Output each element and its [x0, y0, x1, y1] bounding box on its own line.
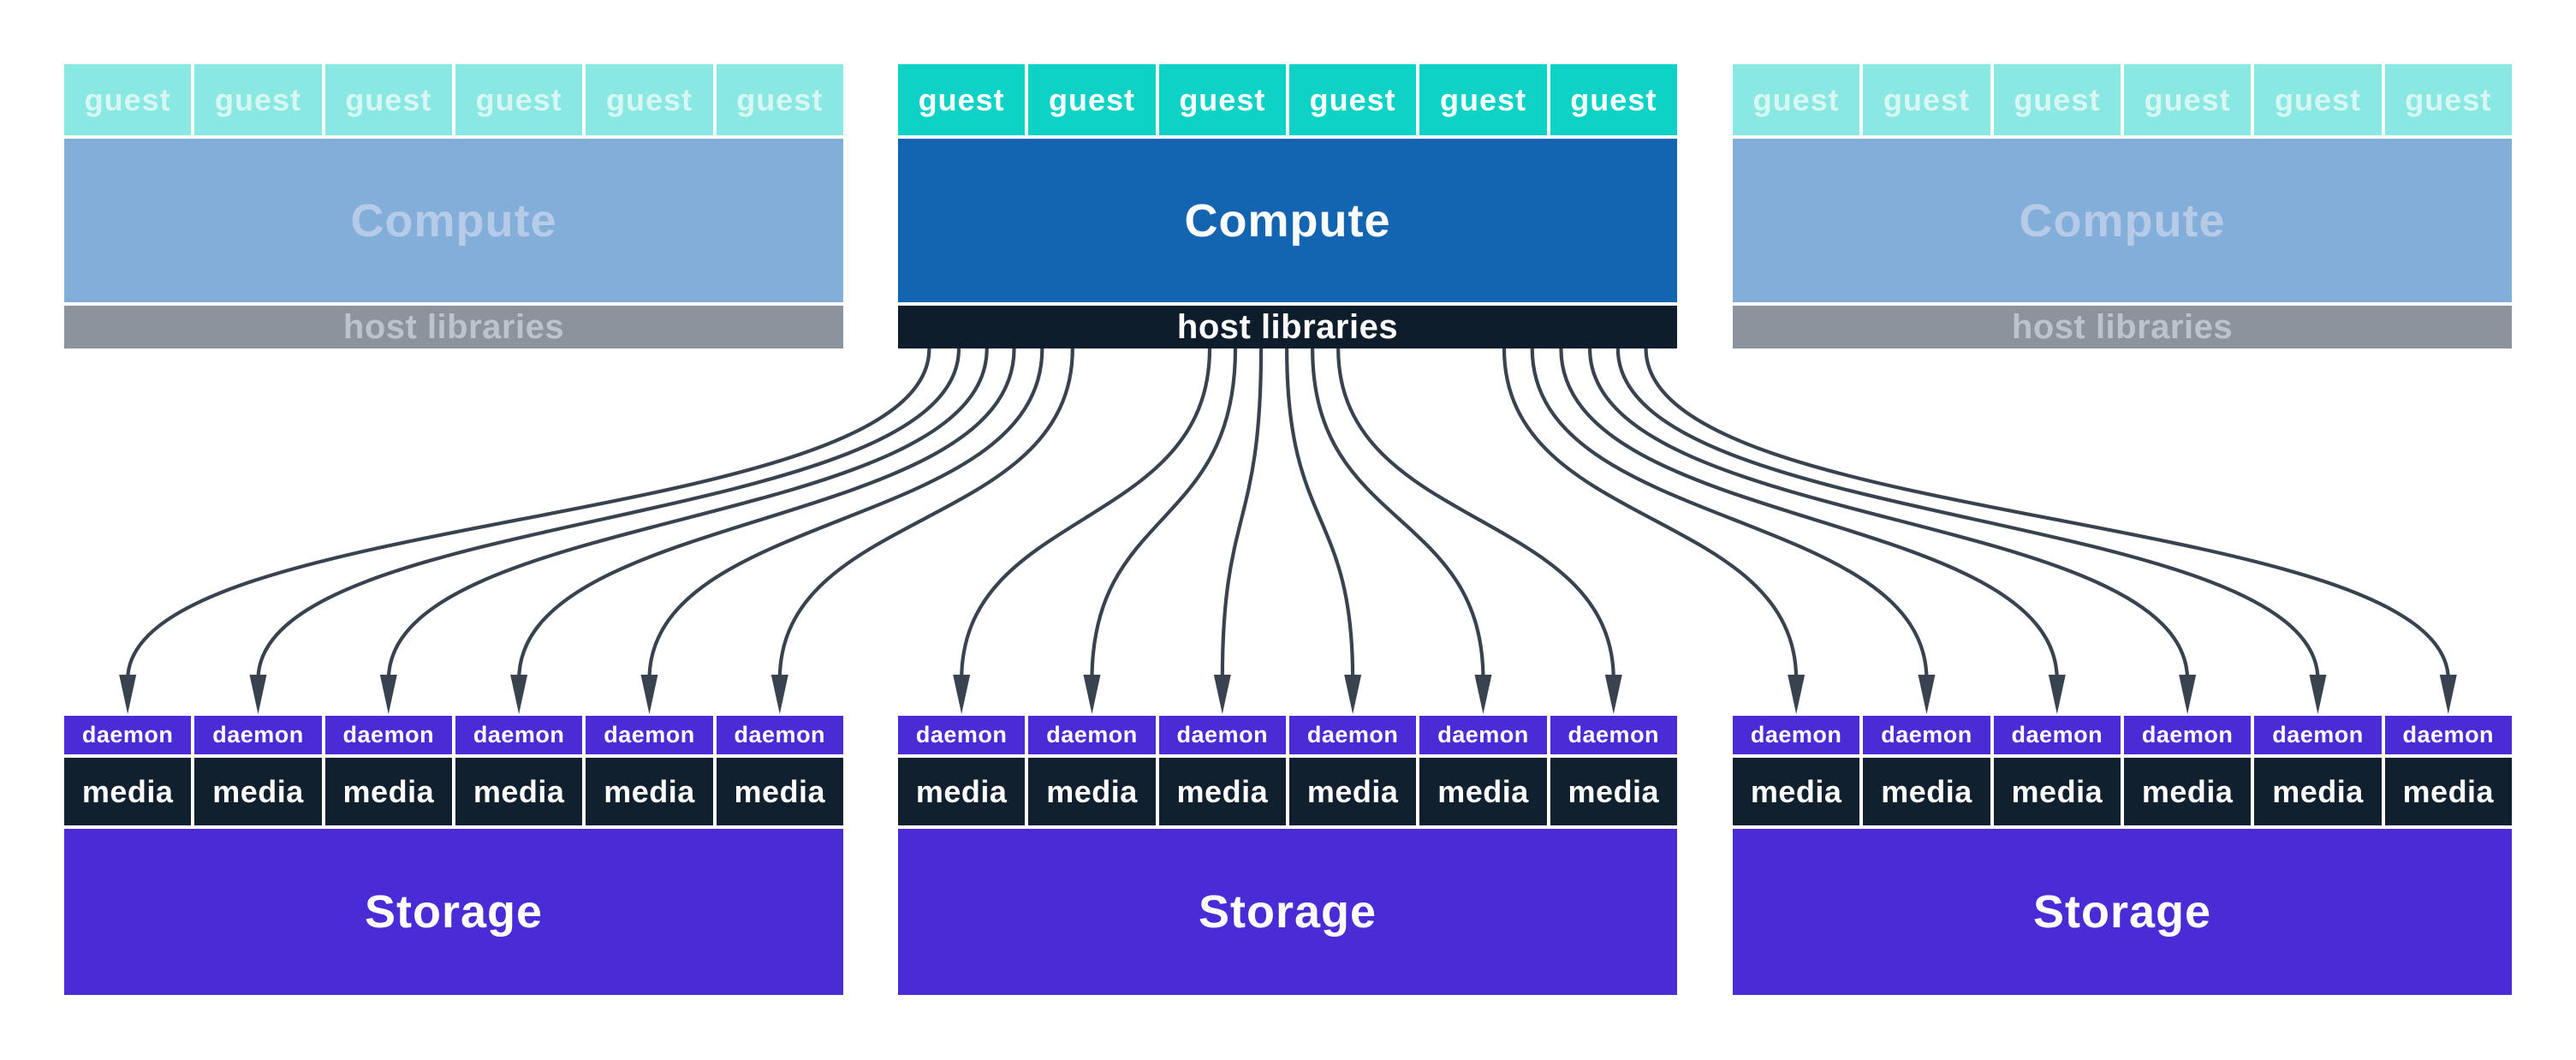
media-cell: media	[586, 758, 713, 825]
compute-label: Compute	[1184, 194, 1391, 247]
media-cell: media	[1419, 758, 1547, 825]
compute-label: Compute	[2019, 194, 2226, 247]
media-cell: media	[898, 758, 1026, 825]
guest-cell: guest	[1550, 64, 1677, 135]
guest-cell: guest	[1733, 64, 1860, 135]
storage-block: Storage	[898, 829, 1677, 995]
storage-label: Storage	[364, 886, 544, 938]
media-cell: media	[2123, 758, 2252, 825]
media-cell: media	[1733, 758, 1860, 825]
guest-cell: guest	[1863, 64, 1990, 135]
daemon-cell: daemon	[898, 716, 1026, 754]
guest-cell: guest	[64, 64, 192, 135]
storage-label: Storage	[2032, 886, 2212, 938]
guest-cell: guest	[1288, 64, 1417, 135]
guest-cell: guest	[2123, 64, 2252, 135]
daemon-cell: daemon	[1993, 716, 2121, 754]
guest-cell: guest	[1419, 64, 1547, 135]
media-cell: media	[2254, 758, 2382, 825]
compute-block: Compute	[64, 139, 843, 302]
media-cell: media	[1288, 758, 1417, 825]
daemon-cell: daemon	[1863, 716, 1990, 754]
daemon-cell: daemon	[1733, 716, 1860, 754]
daemon-cell: daemon	[1158, 716, 1286, 754]
guest-cell: guest	[1158, 64, 1286, 135]
guest-cell: guest	[898, 64, 1026, 135]
guest-cell: guest	[586, 64, 713, 135]
media-cell: media	[324, 758, 452, 825]
host-libraries-bar: host libraries	[898, 306, 1677, 348]
media-cell: media	[1993, 758, 2121, 825]
host-libraries-label: host libraries	[1176, 307, 1399, 346]
guest-cell: guest	[716, 64, 843, 135]
storage-block: Storage	[64, 829, 843, 995]
host-libraries-label: host libraries	[342, 307, 565, 346]
guest-cell: guest	[2254, 64, 2382, 135]
daemon-cell: daemon	[2254, 716, 2382, 754]
compute-label: Compute	[350, 194, 557, 247]
media-cell: media	[716, 758, 843, 825]
daemon-cell: daemon	[1550, 716, 1677, 754]
daemon-cell: daemon	[455, 716, 583, 754]
daemon-cell: daemon	[716, 716, 843, 754]
host-libraries-bar: host libraries	[64, 306, 843, 348]
media-cell: media	[1863, 758, 1990, 825]
daemon-cell: daemon	[194, 716, 322, 754]
media-cell: media	[2384, 758, 2512, 825]
daemon-cell: daemon	[1419, 716, 1547, 754]
daemon-cell: daemon	[2123, 716, 2252, 754]
guest-cell: guest	[1028, 64, 1156, 135]
host-libraries-label: host libraries	[2011, 307, 2234, 346]
guest-cell: guest	[2384, 64, 2512, 135]
guest-cell: guest	[194, 64, 322, 135]
media-cell: media	[455, 758, 583, 825]
storage-label: Storage	[1198, 886, 1377, 938]
media-cell: media	[1158, 758, 1286, 825]
host-libraries-bar: host libraries	[1733, 306, 2512, 348]
daemon-cell: daemon	[1288, 716, 1417, 754]
compute-block: Compute	[898, 139, 1677, 302]
media-cell: media	[64, 758, 192, 825]
daemon-cell: daemon	[1028, 716, 1156, 754]
guest-cell: guest	[455, 64, 583, 135]
daemon-cell: daemon	[324, 716, 452, 754]
daemon-cell: daemon	[586, 716, 713, 754]
media-cell: media	[194, 758, 322, 825]
guest-cell: guest	[324, 64, 452, 135]
guest-cell: guest	[1993, 64, 2121, 135]
storage-block: Storage	[1733, 829, 2512, 995]
media-cell: media	[1028, 758, 1156, 825]
compute-block: Compute	[1733, 139, 2512, 302]
daemon-cell: daemon	[64, 716, 192, 754]
daemon-cell: daemon	[2384, 716, 2512, 754]
media-cell: media	[1550, 758, 1677, 825]
